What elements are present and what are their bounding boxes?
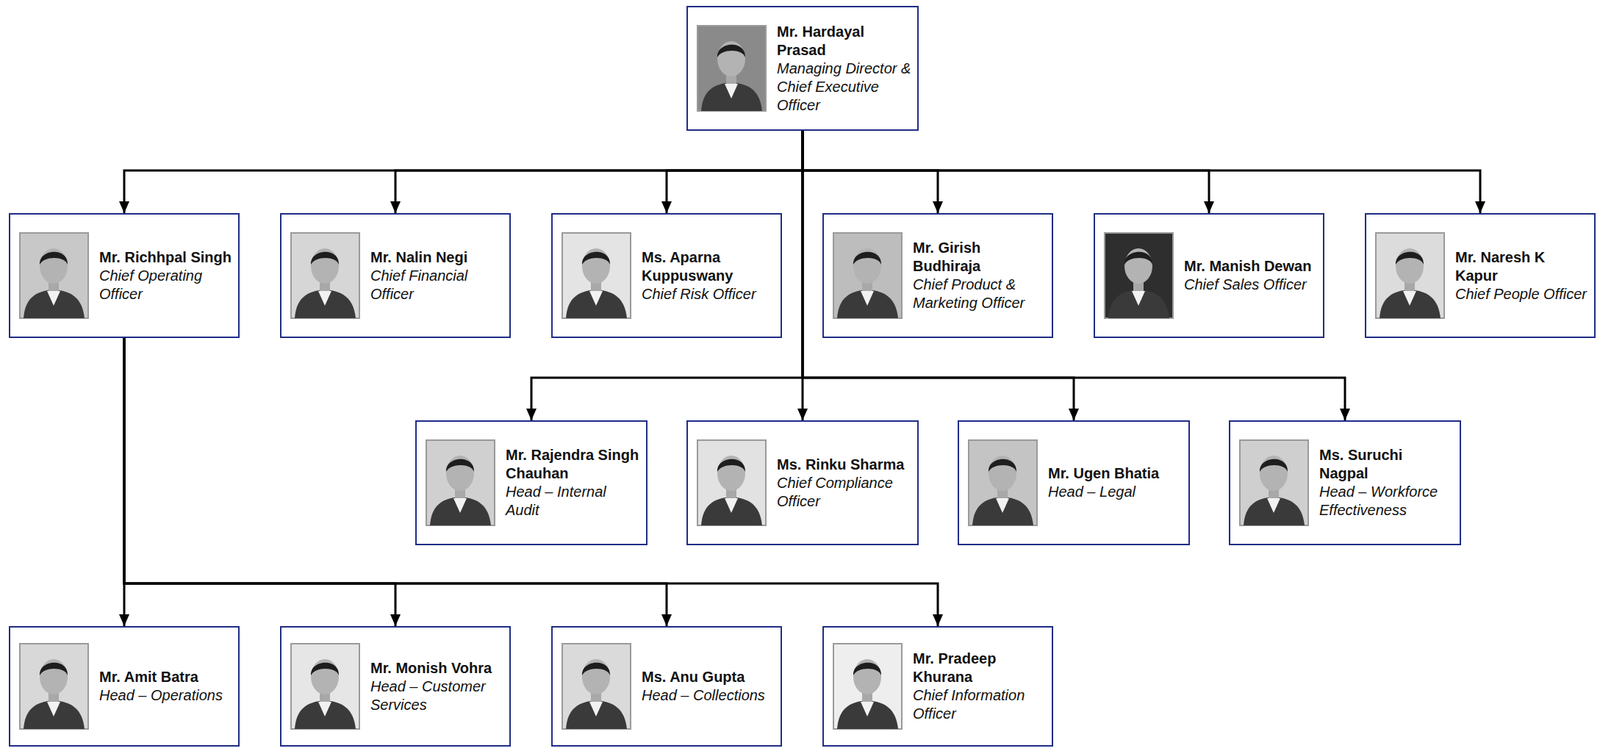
reporting-line: [802, 130, 938, 214]
job-title: Chief Sales Officer: [1184, 275, 1318, 294]
job-title: Chief People Officer: [1455, 285, 1589, 304]
reporting-line: [802, 130, 1481, 214]
portrait-photo: [19, 232, 89, 319]
person-box: Mr. Rajendra Singh ChauhanHead – Interna…: [415, 420, 648, 546]
portrait-photo: [832, 232, 903, 319]
person-box: Mr. Monish VohraHead – Customer Services: [280, 626, 511, 747]
person-name: Mr. Ugen Bhatia: [1048, 464, 1183, 483]
reporting-line: [802, 130, 1210, 214]
portrait-photo: [561, 643, 632, 730]
text-column: Mr. Ugen BhatiaHead – Legal: [1048, 464, 1183, 502]
person-name: Mr. Rajendra Singh Chauhan: [505, 446, 641, 483]
person-box: Mr. Nalin NegiChief Financial Officer: [280, 213, 511, 339]
job-title: Head – Legal: [1048, 482, 1183, 502]
job-title: Chief Product & Marketing Officer: [912, 275, 1046, 313]
portrait-photo: [19, 643, 89, 730]
text-column: Mr. Nalin NegiChief Financial Officer: [370, 248, 504, 304]
portrait-photo: [290, 232, 361, 319]
job-title: Managing Director & Chief Executive Offi…: [776, 59, 912, 115]
person-box: Mr. Amit BatraHead – Operations: [8, 626, 240, 747]
text-column: Mr. Manish DewanChief Sales Officer: [1184, 257, 1318, 294]
reporting-line: [124, 130, 803, 214]
portrait-photo: [696, 439, 767, 527]
text-column: Ms. Anu GuptaHead – Collections: [641, 668, 775, 705]
person-box: Mr. Hardayal PrasadManaging Director & C…: [686, 5, 919, 131]
portrait-photo: [1103, 232, 1174, 319]
reporting-line: [531, 130, 803, 421]
person-box: Mr. Pradeep KhuranaChief Information Off…: [822, 626, 1054, 747]
person-box: Ms. Suruchi NagpalHead – Workforce Effec…: [1228, 420, 1462, 546]
job-title: Chief Operating Officer: [99, 266, 233, 304]
portrait-photo: [832, 643, 903, 730]
person-box: Mr. Naresh K KapurChief People Officer: [1364, 213, 1596, 339]
portrait-photo: [696, 24, 767, 112]
portrait-photo: [1375, 232, 1445, 319]
person-name: Mr. Manish Dewan: [1184, 257, 1318, 276]
text-column: Mr. Richhpal SinghChief Operating Office…: [99, 248, 233, 304]
text-column: Ms. Suruchi NagpalHead – Workforce Effec…: [1319, 446, 1454, 520]
job-title: Head – Internal Audit: [505, 482, 641, 520]
reporting-line: [802, 130, 1345, 421]
person-name: Ms. Anu Gupta: [641, 668, 775, 687]
text-column: Mr. Monish VohraHead – Customer Services: [370, 659, 504, 715]
reporting-line: [124, 338, 938, 627]
person-box: Ms. Anu GuptaHead – Collections: [551, 626, 782, 747]
text-column: Ms. Aparna KuppuswanyChief Risk Officer: [641, 248, 775, 304]
text-column: Mr. Girish BudhirajaChief Product & Mark…: [912, 238, 1046, 313]
text-column: Mr. Naresh K KapurChief People Officer: [1455, 248, 1589, 304]
person-name: Mr. Hardayal Prasad: [776, 22, 912, 60]
job-title: Head – Operations: [99, 686, 233, 705]
portrait-photo: [290, 643, 361, 730]
reporting-line: [395, 130, 803, 214]
text-column: Mr. Rajendra Singh ChauhanHead – Interna…: [505, 446, 641, 520]
person-box: Ms. Aparna KuppuswanyChief Risk Officer: [551, 213, 782, 339]
person-name: Mr. Monish Vohra: [370, 659, 504, 678]
job-title: Chief Information Officer: [912, 686, 1046, 724]
portrait-photo: [561, 232, 632, 319]
person-box: Mr. Manish DewanChief Sales Officer: [1093, 213, 1325, 339]
reporting-line: [666, 130, 803, 214]
person-name: Mr. Amit Batra: [99, 668, 233, 687]
person-box: Mr. Girish BudhirajaChief Product & Mark…: [822, 213, 1054, 339]
job-title: Head – Customer Services: [370, 677, 504, 715]
person-name: Mr. Nalin Negi: [370, 248, 504, 267]
person-box: Mr. Ugen BhatiaHead – Legal: [957, 420, 1190, 546]
text-column: Mr. Pradeep KhuranaChief Information Off…: [912, 649, 1046, 724]
person-name: Mr. Richhpal Singh: [99, 248, 233, 267]
portrait-photo: [1239, 439, 1309, 527]
person-name: Ms. Aparna Kuppuswany: [641, 248, 775, 286]
job-title: Head – Collections: [641, 686, 775, 705]
job-title: Chief Risk Officer: [641, 285, 775, 304]
person-box: Ms. Rinku SharmaChief Compliance Officer: [686, 420, 919, 546]
person-name: Ms. Rinku Sharma: [776, 455, 912, 475]
person-box: Mr. Richhpal SinghChief Operating Office…: [8, 213, 240, 339]
portrait-photo: [425, 439, 496, 527]
job-title: Head – Workforce Effectiveness: [1319, 482, 1454, 520]
job-title: Chief Financial Officer: [370, 266, 504, 304]
person-name: Mr. Naresh K Kapur: [1455, 248, 1589, 286]
person-name: Mr. Girish Budhiraja: [912, 238, 1046, 276]
text-column: Mr. Hardayal PrasadManaging Director & C…: [776, 22, 912, 115]
text-column: Mr. Amit BatraHead – Operations: [99, 668, 233, 705]
person-name: Mr. Pradeep Khurana: [912, 649, 1046, 687]
text-column: Ms. Rinku SharmaChief Compliance Officer: [776, 455, 912, 511]
person-name: Ms. Suruchi Nagpal: [1319, 446, 1454, 483]
portrait-photo: [967, 439, 1038, 527]
job-title: Chief Compliance Officer: [776, 474, 912, 511]
